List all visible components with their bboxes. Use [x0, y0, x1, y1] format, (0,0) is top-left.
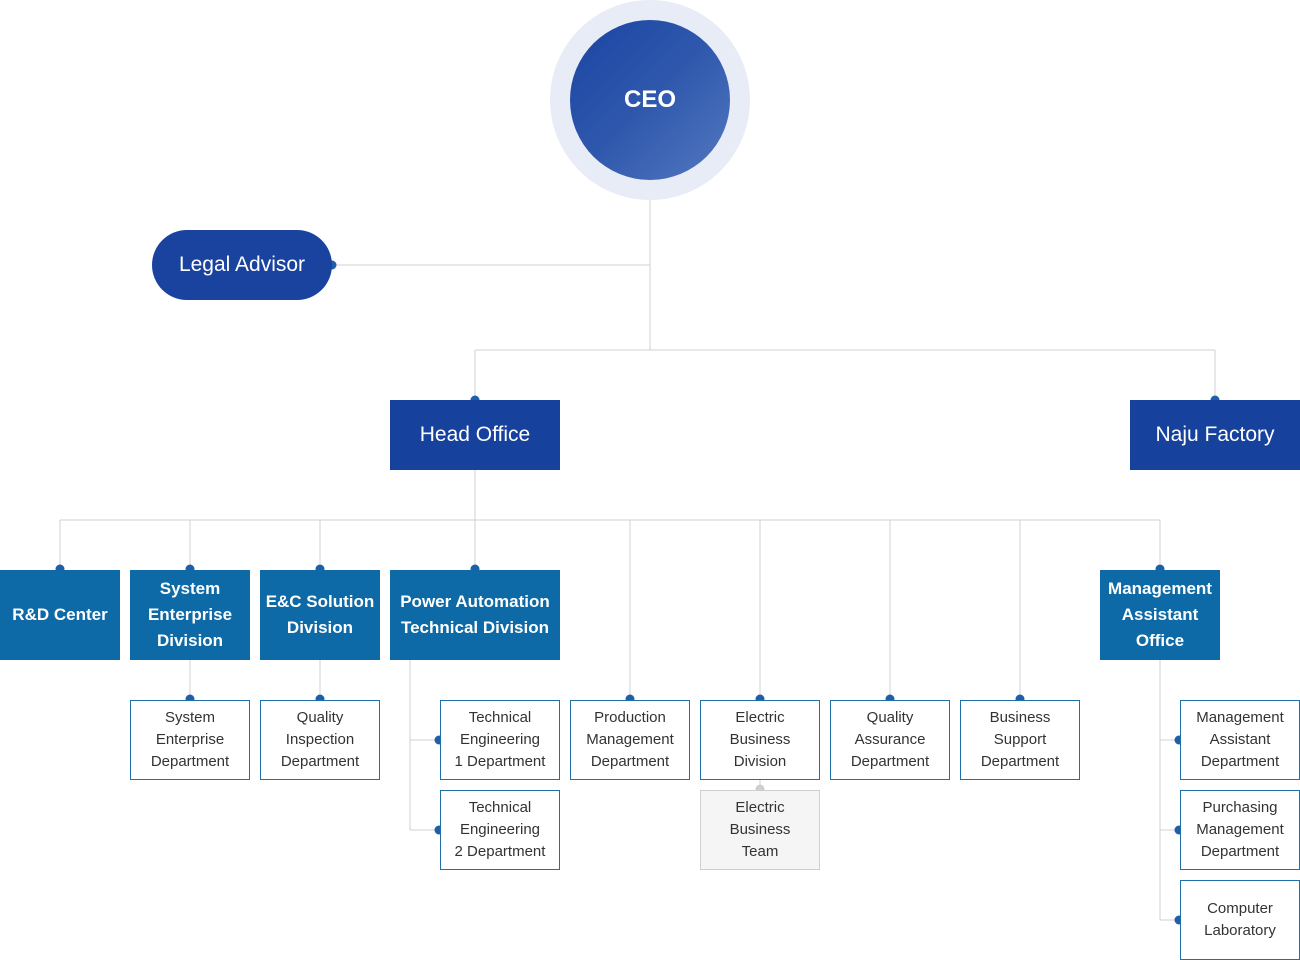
quality-assurance-department-node: Quality Assurance Department [830, 700, 950, 780]
connector-dot [885, 694, 895, 704]
legal-advisor-node: Legal Advisor [152, 230, 332, 300]
connector-dot [755, 784, 765, 794]
connector-dot [434, 825, 444, 835]
head-office-node: Head Office [390, 400, 560, 470]
ec-solution-division-node: E&C Solution Division [260, 570, 380, 660]
technical-engineering-1-department-node: Technical Engineering 1 Department [440, 700, 560, 780]
system-enterprise-division-node: System Enterprise Division [130, 570, 250, 660]
connector-dot [1015, 694, 1025, 704]
connector-dot [185, 694, 195, 704]
connector-dot [470, 564, 480, 574]
connector-dot [315, 694, 325, 704]
naju-factory-node: Naju Factory [1130, 400, 1300, 470]
rnd-center-node: R&D Center [0, 570, 120, 660]
production-management-department-node: Production Management Department [570, 700, 690, 780]
connector-dot [1155, 564, 1165, 574]
electric-business-team-node: Electric Business Team [700, 790, 820, 870]
connector-dot [55, 564, 65, 574]
system-enterprise-department-node: System Enterprise Department [130, 700, 250, 780]
computer-laboratory-node: Computer Laboratory [1180, 880, 1300, 960]
connector-dot [434, 735, 444, 745]
business-support-department-node: Business Support Department [960, 700, 1080, 780]
connector-dot [625, 694, 635, 704]
connector-dot [185, 564, 195, 574]
management-assistant-office-node: Management Assistant Office [1100, 570, 1220, 660]
purchasing-management-department-node: Purchasing Management Department [1180, 790, 1300, 870]
technical-engineering-2-department-node: Technical Engineering 2 Department [440, 790, 560, 870]
connector-dot [327, 260, 337, 270]
management-assistant-department-node: Management Assistant Department [1180, 700, 1300, 780]
connector-dot [1174, 825, 1184, 835]
connector-dot [755, 694, 765, 704]
connector-dot [315, 564, 325, 574]
ceo-node: CEO [570, 20, 730, 180]
power-automation-division-node: Power Automation Technical Division [390, 570, 560, 660]
connector-dot [1174, 915, 1184, 925]
quality-inspection-department-node: Quality Inspection Department [260, 700, 380, 780]
connector-dot [1174, 735, 1184, 745]
electric-business-division-node: Electric Business Division [700, 700, 820, 780]
